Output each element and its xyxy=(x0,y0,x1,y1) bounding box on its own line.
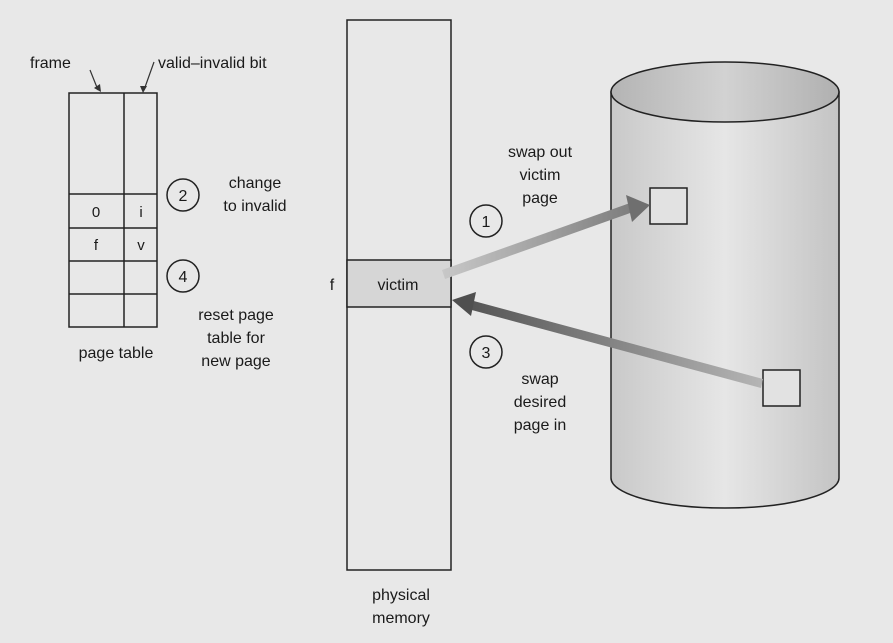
step-1: 1 swap out victim page xyxy=(469,144,573,238)
victim-label: victim xyxy=(378,277,419,294)
step-1-text: swap out xyxy=(508,144,573,161)
swap-in-arrow-head xyxy=(452,292,476,316)
step-3: 3 swap desired page in xyxy=(469,335,567,434)
frame-label: frame xyxy=(30,55,71,72)
disk-top xyxy=(610,61,840,123)
frame-marker-f: f xyxy=(330,277,335,294)
step-4-number: 4 xyxy=(179,269,188,286)
step-3-text: desired xyxy=(514,394,566,411)
step-2-text: change xyxy=(229,175,282,192)
swap-out-arrow xyxy=(442,195,650,279)
step-1-number: 1 xyxy=(482,214,491,231)
step-1-text: page xyxy=(522,190,558,207)
backing-store-disk xyxy=(610,61,840,509)
step-2: 2 change to invalid xyxy=(166,175,287,215)
bit-pointer-head xyxy=(140,86,147,93)
page-table-frame-cell: 0 xyxy=(92,204,100,221)
page-table-caption: page table xyxy=(79,345,154,362)
victim-page-on-disk xyxy=(649,187,688,225)
swap-in-arrow xyxy=(452,292,763,388)
physical-memory-caption: physical xyxy=(372,587,430,604)
step-4-badge xyxy=(166,259,200,293)
page-table-outline xyxy=(68,92,158,328)
valid-invalid-bit-label: valid–invalid bit xyxy=(158,55,267,72)
disk-body xyxy=(610,91,840,509)
page-table: frame valid–invalid bit 0 i f v page tab… xyxy=(30,55,267,362)
desired-page-on-disk xyxy=(762,369,801,407)
step-3-number: 3 xyxy=(482,345,491,362)
page-table-bit-cell: i xyxy=(139,204,142,221)
step-2-text: to invalid xyxy=(223,198,286,215)
step-1-text: victim xyxy=(520,167,561,184)
swap-in-arrow-shaft xyxy=(468,300,763,388)
physical-memory: victim f physical memory xyxy=(330,19,452,627)
step-3-text: swap xyxy=(521,371,558,388)
step-2-badge xyxy=(166,178,200,212)
step-4-text: table for xyxy=(207,330,265,347)
step-3-badge xyxy=(469,335,503,369)
step-3-text: page in xyxy=(514,417,567,434)
frame-pointer-head xyxy=(94,84,101,92)
step-1-badge xyxy=(469,204,503,238)
bit-pointer xyxy=(143,61,155,91)
page-table-bit-cell: v xyxy=(137,237,145,254)
step-4: 4 reset page table for new page xyxy=(166,259,274,370)
step-2-number: 2 xyxy=(179,188,188,205)
step-4-text: reset page xyxy=(198,307,274,324)
swap-out-arrow-head xyxy=(626,195,650,222)
physical-memory-caption: memory xyxy=(372,610,430,627)
victim-frame xyxy=(346,259,452,308)
page-table-frame-cell: f xyxy=(94,237,99,254)
swap-out-arrow-shaft xyxy=(442,203,633,279)
step-4-text: new page xyxy=(201,353,270,370)
